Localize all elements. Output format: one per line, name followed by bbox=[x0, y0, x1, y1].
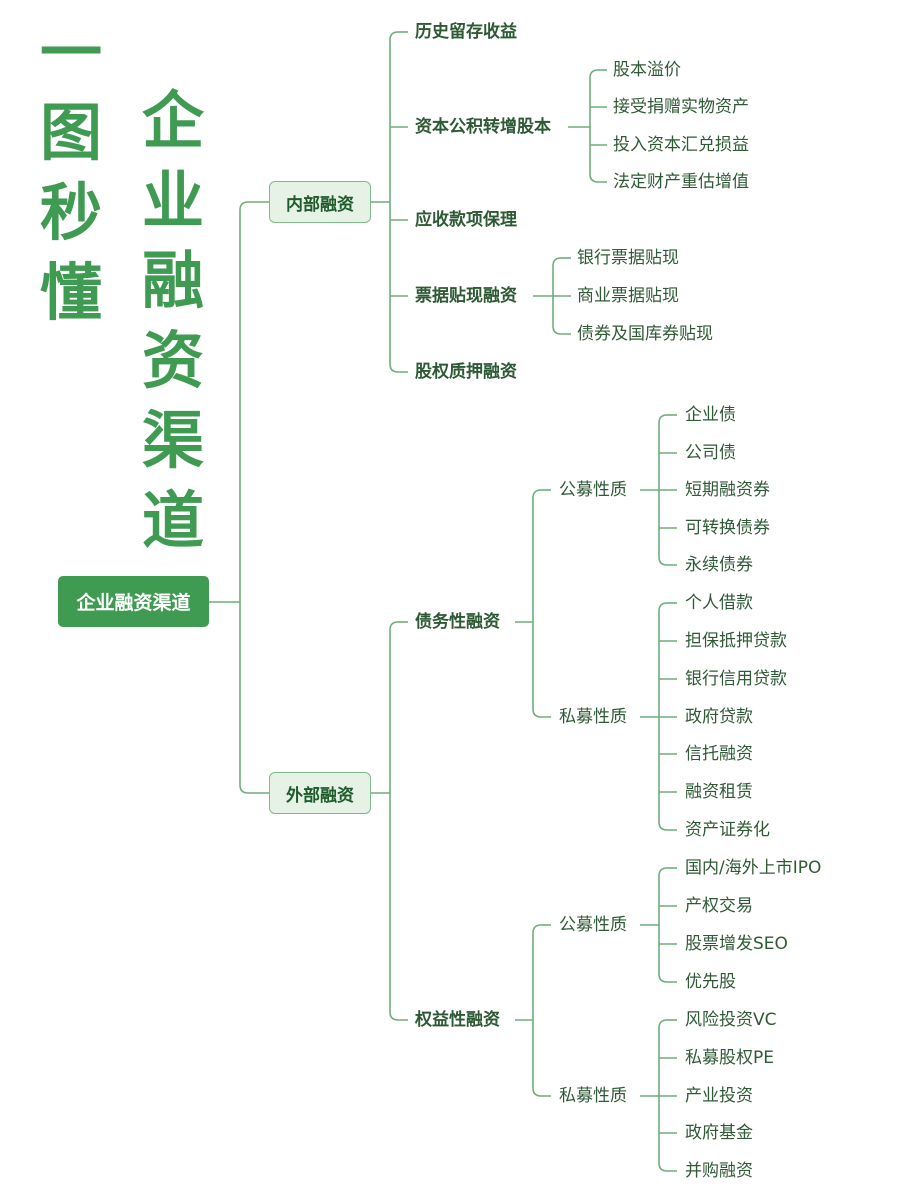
leaf-node: 股票增发SEO bbox=[685, 934, 788, 954]
leaf-node: 企业债 bbox=[685, 405, 736, 425]
leaf-node: 政府基金 bbox=[685, 1123, 753, 1143]
node-equity-pledge: 股权质押融资 bbox=[415, 362, 517, 382]
node-capital-reserve: 资本公积转增股本 bbox=[415, 117, 551, 137]
node-debt-private: 私募性质 bbox=[559, 707, 627, 727]
node-debt-public: 公募性质 bbox=[559, 480, 627, 500]
title-char: 业 bbox=[141, 164, 204, 237]
title-char: 渠 bbox=[141, 404, 204, 477]
leaf-node: 产权交易 bbox=[685, 896, 753, 916]
leaf-node: 银行信用贷款 bbox=[685, 669, 787, 689]
leaf-node: 私募股权PE bbox=[685, 1048, 774, 1068]
node-equity-public: 公募性质 bbox=[559, 915, 627, 935]
leaf-node: 商业票据贴现 bbox=[577, 286, 679, 306]
leaf-node: 短期融资券 bbox=[685, 480, 770, 500]
node-bill-discount: 票据贴现融资 bbox=[415, 286, 517, 306]
leaf-node: 公司债 bbox=[685, 443, 736, 463]
leaf-node: 产业投资 bbox=[685, 1086, 753, 1106]
node-equity-financing: 权益性融资 bbox=[415, 1010, 500, 1030]
node-factoring: 应收款项保理 bbox=[415, 210, 517, 230]
leaf-node: 个人借款 bbox=[685, 593, 753, 613]
leaf-node: 政府贷款 bbox=[685, 707, 753, 727]
title-char: 企 bbox=[141, 84, 204, 157]
title-char: 秒 bbox=[39, 176, 102, 249]
node-external-financing: 外部融资 bbox=[269, 772, 371, 814]
leaf-node: 银行票据贴现 bbox=[577, 248, 679, 268]
leaf-node: 并购融资 bbox=[685, 1161, 753, 1181]
leaf-node: 信托融资 bbox=[685, 744, 753, 764]
title-char: 一 bbox=[39, 16, 102, 89]
leaf-node: 永续债券 bbox=[685, 555, 753, 575]
leaf-node: 资产证券化 bbox=[685, 820, 770, 840]
title-char: 道 bbox=[141, 484, 204, 557]
root-node: 企业融资渠道 bbox=[58, 576, 209, 627]
leaf-node: 法定财产重估增值 bbox=[613, 172, 749, 192]
leaf-node: 接受捐赠实物资产 bbox=[613, 97, 749, 117]
node-internal-financing: 内部融资 bbox=[269, 181, 371, 223]
leaf-node: 债券及国库券贴现 bbox=[577, 324, 713, 344]
node-debt-financing: 债务性融资 bbox=[415, 612, 500, 632]
leaf-node: 担保抵押贷款 bbox=[685, 631, 787, 651]
leaf-node: 风险投资VC bbox=[685, 1010, 777, 1030]
title-char: 资 bbox=[141, 324, 204, 397]
node-equity-private: 私募性质 bbox=[559, 1086, 627, 1106]
title-char: 懂 bbox=[39, 256, 102, 329]
leaf-node: 优先股 bbox=[685, 972, 736, 992]
leaf-node: 股本溢价 bbox=[613, 60, 681, 80]
leaf-node: 融资租赁 bbox=[685, 782, 753, 802]
node-retained-earnings: 历史留存收益 bbox=[415, 22, 517, 42]
title-char: 图 bbox=[39, 96, 102, 169]
title-char: 融 bbox=[141, 244, 204, 317]
leaf-node: 可转换债券 bbox=[685, 518, 770, 538]
leaf-node: 投入资本汇兑损益 bbox=[613, 135, 749, 155]
leaf-node: 国内/海外上市IPO bbox=[685, 858, 822, 878]
